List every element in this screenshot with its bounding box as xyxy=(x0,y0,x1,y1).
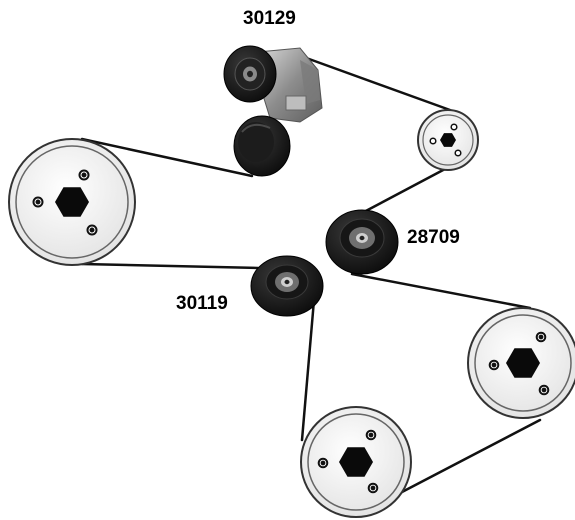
belt-segment-bottom-pulley-to-right-pulley xyxy=(400,418,542,494)
right-accessory-pulley xyxy=(467,307,575,419)
belt-segment-lower-idler-to-bottom-pulley xyxy=(300,298,316,442)
hex-hub-icon xyxy=(55,187,89,217)
crankshaft-pulley xyxy=(8,138,136,266)
belt-segment-crankshaft-bottom-to-lower-idler xyxy=(80,262,260,270)
tensioner-part-number: 30129 xyxy=(243,8,296,29)
hex-hub-icon xyxy=(339,447,373,477)
bolt-holes xyxy=(317,429,379,494)
tensioner-lower-roller xyxy=(233,115,291,177)
lower-idler-part-number: 30119 xyxy=(176,293,228,314)
lower-idler-pulley xyxy=(250,255,324,317)
belt-tensioner-assembly xyxy=(223,45,323,177)
upper-idler-pulley xyxy=(325,209,399,275)
bolt-holes xyxy=(32,169,98,236)
belt-segment-upper-idler-to-right-pulley xyxy=(350,272,532,310)
bolt-holes xyxy=(488,331,550,396)
belt-segment-tensioner-to-small-pulley xyxy=(296,53,452,112)
tensioner-top-roller xyxy=(223,45,277,103)
bolt-holes xyxy=(429,123,462,157)
hex-hub-icon xyxy=(440,133,456,147)
hex-hub-icon xyxy=(506,348,540,378)
upper-idler-part-number: 28709 xyxy=(407,227,460,248)
bottom-accessory-pulley xyxy=(300,406,412,518)
belt-segment-crankshaft-top-to-tensioner-roller xyxy=(80,137,254,178)
small-accessory-pulley xyxy=(417,109,479,171)
